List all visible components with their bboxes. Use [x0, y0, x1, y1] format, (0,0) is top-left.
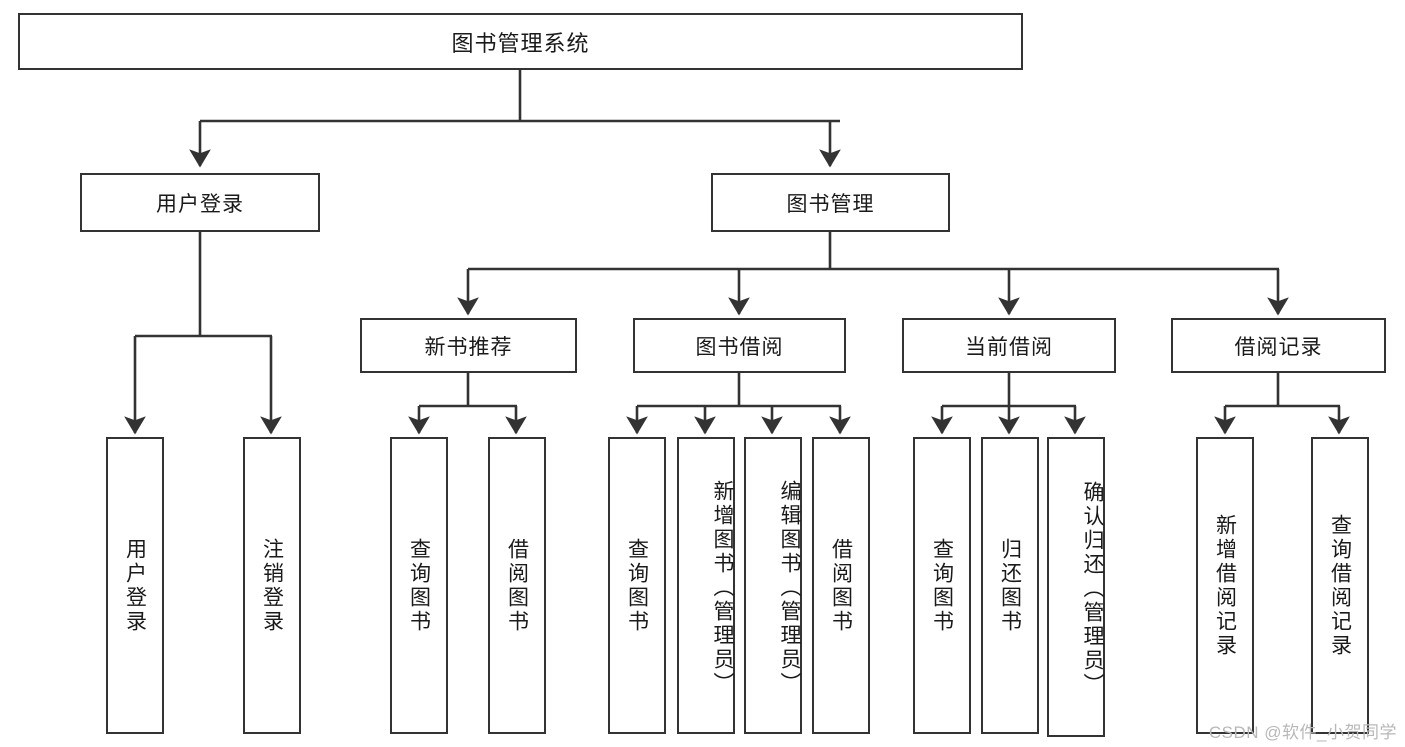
node-user-login[interactable]: 用户登录: [80, 173, 320, 232]
leaf-current-query-book[interactable]: 查询图书: [913, 437, 971, 734]
edge-root-to-level2: [189, 70, 841, 168]
node-borrow-record[interactable]: 借阅记录: [1171, 318, 1386, 373]
leaf-borrow-edit-book-admin[interactable]: 编辑图书（管理员）: [744, 437, 802, 734]
node-root-system[interactable]: 图书管理系统: [18, 13, 1023, 70]
watermark-text: CSDN @软件_小贺同学: [1208, 723, 1397, 742]
leaf-record-add-record[interactable]: 新增借阅记录: [1196, 437, 1254, 734]
edge-borrow-to-leaves: [626, 373, 851, 435]
leaf-borrow-add-book-admin[interactable]: 新增图书（管理员）: [677, 437, 735, 734]
leaf-record-query-record[interactable]: 查询借阅记录: [1311, 437, 1369, 734]
leaf-user-login-signin[interactable]: 用户登录: [106, 437, 164, 734]
edge-recommend-to-leaves: [408, 373, 527, 435]
edge-current-to-leaves: [931, 373, 1086, 435]
leaf-recommend-borrow-book[interactable]: 借阅图书: [488, 437, 546, 734]
node-new-book-recommend[interactable]: 新书推荐: [360, 318, 577, 373]
leaf-current-confirm-return-admin[interactable]: 确认归还（管理员）: [1047, 437, 1105, 737]
leaf-user-login-signout[interactable]: 注销登录: [243, 437, 301, 734]
node-book-borrow[interactable]: 图书借阅: [633, 318, 846, 373]
node-book-management[interactable]: 图书管理: [711, 173, 950, 232]
leaf-borrow-borrow-book[interactable]: 借阅图书: [812, 437, 870, 734]
edge-userlogin-to-leaves: [124, 232, 282, 435]
edge-bookmgmt-to-level3: [457, 232, 1289, 316]
leaf-borrow-query-book[interactable]: 查询图书: [608, 437, 666, 734]
edge-record-to-leaves: [1214, 373, 1350, 435]
leaf-recommend-query-book[interactable]: 查询图书: [390, 437, 448, 734]
leaf-current-return-book[interactable]: 归还图书: [981, 437, 1039, 734]
node-current-borrow[interactable]: 当前借阅: [902, 318, 1116, 373]
